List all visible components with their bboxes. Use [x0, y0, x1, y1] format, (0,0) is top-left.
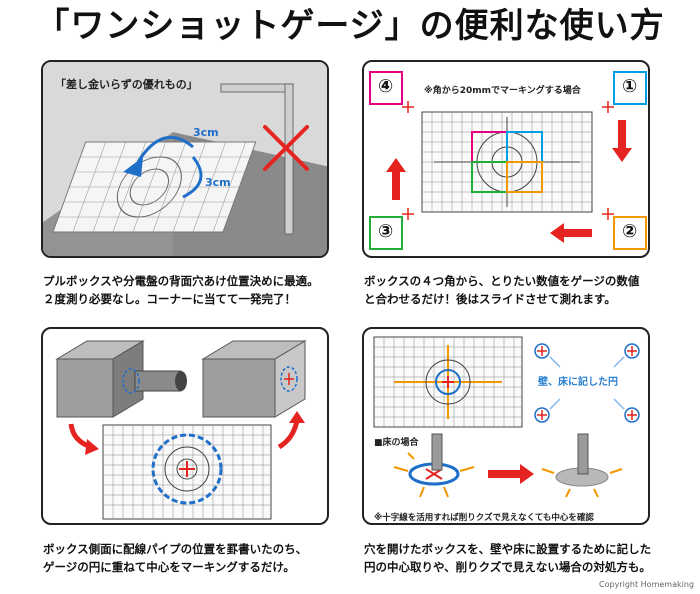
caption: プルボックスや分電盤の背面穴あけ位置決めに最適。 ２度測り必要なし。コーナーに当…	[43, 272, 343, 308]
caption: ボックスの４つ角から、とりたい数値をゲージの数値 と合わせるだけ！後はスライドさ…	[364, 272, 664, 308]
measure-label: 3cm	[193, 126, 219, 139]
panel-corner-marking: 「差し金いらずの優れもの」 3cm 3cm	[41, 60, 329, 258]
gauge-grid	[373, 336, 523, 428]
prohibited-mark	[263, 125, 309, 171]
caption-line: ゲージの円に重ねて中心をマーキングするだけ。	[43, 560, 295, 574]
caption-line: ボックス側面に配線パイプの位置を罫書いたのち、	[43, 542, 308, 556]
floor-drill-after	[541, 433, 623, 498]
panel-note: ※十字線を活用すれば削りクズで見えなくても中心を確認	[374, 513, 594, 523]
gauge-corner-illustration	[369, 71, 647, 250]
wall-floor-illustration	[373, 336, 640, 498]
gauge-plate	[52, 141, 257, 233]
square-ruler	[220, 83, 294, 235]
corner-number: ①	[622, 76, 638, 97]
panel-label: 「差し金いらずの優れもの」	[55, 78, 198, 91]
caption-line: ボックスの４つ角から、とりたい数値をゲージの数値	[364, 274, 640, 288]
wall-circle-marks	[534, 343, 640, 423]
box-with-pipe	[55, 340, 187, 418]
floor-case-label: ■床の場合	[374, 438, 419, 448]
caption-line: と合わせるだけ！後はスライドさせて測れます。	[364, 292, 616, 306]
caption-line: 穴を開けたボックスを、壁や床に設置するために記した	[364, 542, 652, 556]
gauge-with-circle	[102, 424, 272, 520]
wall-circle-label: 壁、床に記した円	[538, 377, 618, 388]
panel-pipe-position	[41, 327, 329, 525]
box-with-mark	[201, 340, 307, 418]
direction-arrows	[386, 120, 632, 243]
corner-number: ②	[622, 221, 638, 242]
panel-four-corners: ※角から20mmでマーキングする場合 ④ ① ③ ②	[362, 60, 650, 258]
measure-label: 3cm	[205, 176, 231, 189]
floor-drill-before	[393, 433, 475, 498]
box-back-illustration	[43, 62, 327, 256]
caption-line: ２度測り必要なし。コーナーに当てて一発完了！	[43, 292, 296, 306]
panel-note: ※角から20mmでマーキングする場合	[424, 86, 581, 96]
corner-number: ③	[378, 221, 394, 242]
pipe-box-illustration	[55, 340, 307, 520]
corner-number: ④	[378, 76, 394, 97]
page-title: 「ワンショットゲージ」の便利な使い方	[35, 6, 665, 46]
gauge-grid	[421, 111, 593, 213]
caption-line: 円の中心取りや、削りクズで見えない場合の対処方も。	[364, 560, 651, 574]
panel-wall-floor: 壁、床に記した円 ■床の場合 ※十字線を活用すれば削りクズで見えなくても中心を確…	[362, 327, 650, 525]
caption: ボックス側面に配線パイプの位置を罫書いたのち、 ゲージの円に重ねて中心をマーキン…	[43, 540, 343, 576]
caption-line: プルボックスや分電盤の背面穴あけ位置決めに最適。	[43, 274, 319, 288]
arrow-right	[488, 464, 534, 484]
caption: 穴を開けたボックスを、壁や床に設置するために記した 円の中心取りや、削りクズで見…	[364, 540, 664, 576]
copyright: Copyright Homemaking	[599, 580, 694, 589]
